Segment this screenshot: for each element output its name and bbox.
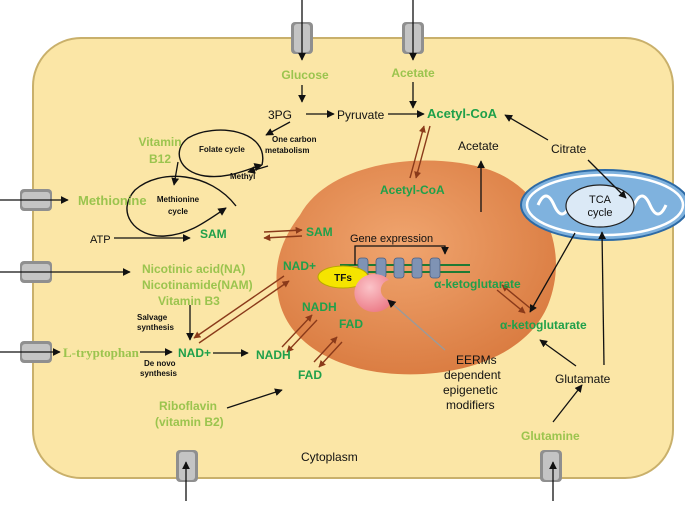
nucleosome: [411, 257, 423, 279]
label-tca-1: TCA: [589, 194, 612, 206]
brown-double-arrows: [193, 125, 531, 368]
label-gene-expression: Gene expression: [350, 233, 433, 245]
methionine-cycle-loop: [126, 175, 237, 237]
label-salvage-1: Salvage: [137, 313, 168, 322]
label-eerms-4: modifiers: [446, 398, 495, 412]
label-akg-cyto: α-ketoglutarate: [500, 318, 587, 332]
label-methionine-cycle-1: Methionine: [157, 195, 200, 204]
label-one-carbon-1: One carbon: [272, 135, 317, 144]
label-sam-nuc: SAM: [306, 225, 333, 239]
label-nicotinic: Nicotinic acid(NA): [142, 262, 245, 276]
label-riboflavin-2: (vitamin B2): [155, 415, 224, 429]
label-acetyl-coa-nuc: Acetyl-CoA: [380, 183, 445, 197]
mitochondrion: [520, 169, 685, 241]
label-eerms-1: EERMs: [456, 353, 497, 367]
channel-bottom-riboflavin: [176, 450, 198, 482]
label-tfs: TFs: [334, 273, 352, 284]
label-methionine-cycle-2: cycle: [168, 207, 189, 216]
label-acetate-mid: Acetate: [458, 139, 499, 153]
label-de-novo-2: synthesis: [140, 369, 177, 378]
black-arrows: [0, 0, 627, 501]
label-eerms-2: dependent: [444, 368, 501, 382]
label-methionine: Methionine: [78, 193, 147, 208]
nucleosome: [393, 257, 405, 279]
label-nicotinamide: Nicotinamide(NAM): [142, 278, 253, 292]
label-one-carbon-2: metabolism: [265, 146, 309, 155]
nucleosome: [429, 257, 441, 279]
label-citrate: Citrate: [551, 142, 587, 156]
tca-cycle-circle: [565, 184, 635, 228]
label-pyruvate: Pyruvate: [337, 108, 385, 122]
label-nadh-nuc: NADH: [302, 300, 337, 314]
eerm-enzyme-shape: [354, 273, 393, 312]
label-3pg: 3PG: [268, 108, 292, 122]
label-acetate-top: Acetate: [391, 66, 435, 80]
label-glutamate: Glutamate: [555, 372, 611, 386]
label-vitamin-b3: Vitamin B3: [158, 294, 220, 308]
label-nad-cyto: NAD+: [178, 346, 211, 360]
label-atp: ATP: [90, 234, 111, 246]
eerms-pointer: [387, 299, 446, 351]
label-cytoplasm: Cytoplasm: [301, 450, 358, 464]
label-fad-cyto: FAD: [298, 368, 322, 382]
label-riboflavin-1: Riboflavin: [159, 399, 217, 413]
label-tca-2: cycle: [587, 207, 612, 219]
label-nadh-cyto: NADH: [256, 348, 291, 362]
label-akg-nuc: α-ketoglutarate: [434, 277, 521, 291]
folate-cycle-loop: [178, 129, 264, 178]
label-glucose: Glucose: [281, 68, 329, 82]
labels: Glucose Acetate 3PG Pyruvate Acetyl-CoA …: [63, 66, 613, 464]
label-salvage-2: synthesis: [137, 323, 174, 332]
channel-bottom-glutamine: [540, 450, 562, 482]
label-l-tryptophan: L-tryptophan: [63, 345, 140, 360]
label-glutamine: Glutamine: [521, 429, 580, 443]
label-fad-nuc: FAD: [339, 317, 363, 331]
label-sam-cyto: SAM: [200, 227, 227, 241]
label-nad-nuc: NAD+: [283, 259, 316, 273]
label-de-novo-1: De novo: [144, 359, 176, 368]
label-acetyl-coa-top: Acetyl-CoA: [427, 106, 498, 121]
chromatin: [317, 257, 470, 312]
label-methyl: Methyl: [230, 172, 255, 181]
transporter-channels: [20, 22, 562, 482]
label-vitamin-b12-2: B12: [149, 152, 171, 166]
label-eerms-3: epigenetic: [443, 383, 498, 397]
label-vitamin-b12-1: Vitamin: [138, 135, 181, 149]
label-folate-cycle: Folate cycle: [199, 145, 245, 154]
